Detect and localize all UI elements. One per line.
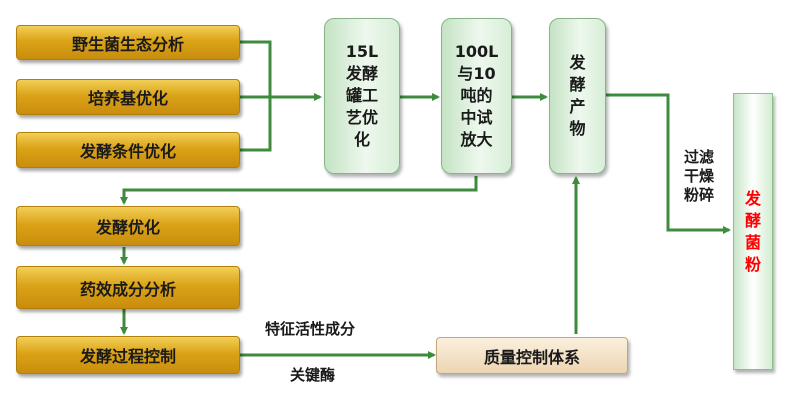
component-analysis-box: 药效成分分析 xyxy=(16,266,240,309)
fermentation-product-label: 发 酵 产 物 xyxy=(569,53,586,138)
process-control-box: 发酵过程控制 xyxy=(16,336,240,374)
fermentation-product-box: 发 酵 产 物 xyxy=(549,18,606,174)
key-enzyme-label: 关键酶 xyxy=(290,366,336,384)
scale-up-label: 100L 与10 吨的 中试 放大 xyxy=(454,42,499,149)
component-analysis-label: 药效成分分析 xyxy=(79,279,176,299)
quality-control-box: 质量控制体系 xyxy=(436,337,628,374)
wild-strain-analysis-box: 野生菌生态分析 xyxy=(16,25,240,60)
medium-optimization-box: 培养基优化 xyxy=(16,79,240,115)
connector-wild-strain xyxy=(240,40,272,97)
medium-optimization-label: 培养基优化 xyxy=(87,89,168,108)
fermentation-conditions-box: 发酵条件优化 xyxy=(16,132,240,168)
scale-up-box: 100L 与10 吨的 中试 放大 xyxy=(441,18,512,174)
tank-15l-label: 15L 发酵 罐工 艺优 化 xyxy=(345,42,379,149)
final-powder-label: 发 酵 菌 粉 xyxy=(744,188,761,274)
process-control-label: 发酵过程控制 xyxy=(79,347,176,366)
connector-ferment-cond xyxy=(240,97,272,152)
fermentation-optimization-label: 发酵优化 xyxy=(95,218,160,237)
final-powder-box: 发 酵 菌 粉 xyxy=(733,93,773,370)
wild-strain-analysis-label: 野生菌生态分析 xyxy=(71,34,184,54)
active-component-label: 特征活性成分 xyxy=(265,320,356,338)
quality-control-label: 质量控制体系 xyxy=(483,347,580,367)
fermentation-conditions-label: 发酵条件优化 xyxy=(79,142,176,161)
filter-dry-grind-label: 过滤 干燥 粉碎 xyxy=(684,148,715,204)
fermentation-optimization-box: 发酵优化 xyxy=(16,206,240,246)
arrow-scaleup-to-ferment-opt xyxy=(120,176,478,205)
arrow-product-to-final xyxy=(606,93,731,234)
tank-15l-box: 15L 发酵 罐工 艺优 化 xyxy=(324,18,400,174)
